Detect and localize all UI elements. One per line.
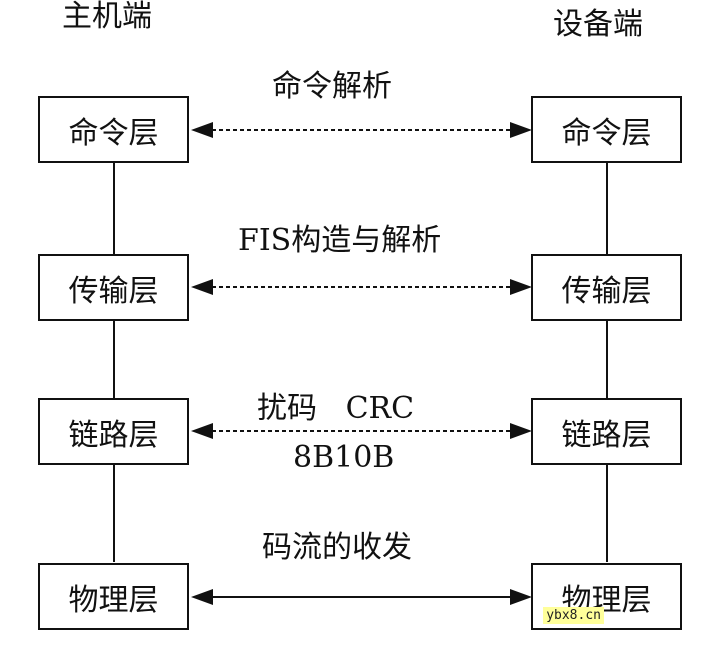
watermark: ybx8.cn [543,607,604,624]
device-command-layer: 命令层 [531,96,682,163]
arrow-physical-left-head [191,589,213,605]
host-command-layer: 命令层 [38,96,189,163]
label-command-parse: 命令解析 [272,69,392,104]
host-transport-layer: 传输层 [38,254,189,321]
label-fis: FIS构造与解析 [238,223,442,258]
device-physical-layer: 物理层 [531,563,682,630]
host-link-layer: 链路层 [38,398,189,465]
arrow-link-left-head [191,423,213,439]
arrow-command-right-head [510,122,532,138]
label-8b10b: 8B10B [293,440,395,475]
label-bitstream: 码流的收发 [262,530,412,565]
device-transport-layer: 传输层 [531,254,682,321]
device-title: 设备端 [553,7,643,42]
arrow-command-left-head [191,122,213,138]
host-title: 主机端 [62,0,152,34]
arrow-link-right-head [510,423,532,439]
arrow-physical-right-head [510,589,532,605]
host-physical-layer: 物理层 [38,563,189,630]
label-scramble-crc: 扰码 CRC [257,391,415,426]
arrow-transport-left-head [191,279,213,295]
device-link-layer: 链路层 [531,398,682,465]
arrow-transport-right-head [510,279,532,295]
